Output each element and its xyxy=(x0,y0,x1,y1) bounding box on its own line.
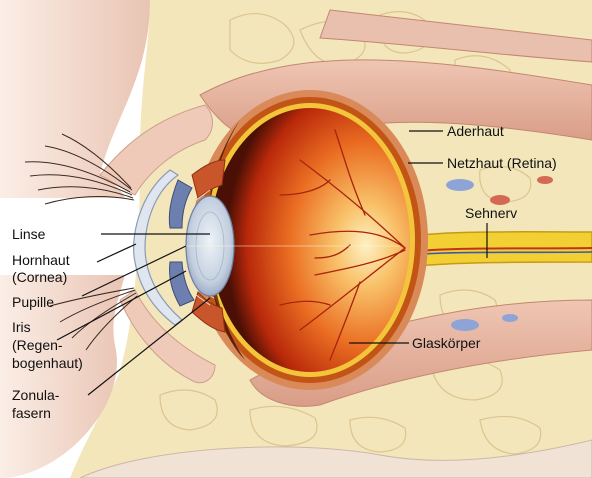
label-linse: Linse xyxy=(12,226,46,242)
label-iris: Iris xyxy=(12,319,31,335)
label-pupille: Pupille xyxy=(12,294,54,310)
label-aderhaut: Aderhaut xyxy=(447,123,504,139)
label-netzhaut: Netzhaut (Retina) xyxy=(447,155,557,171)
vitreous-body xyxy=(210,108,410,372)
label-cornea: (Cornea) xyxy=(12,269,67,285)
label-zonula-fasern: fasern xyxy=(12,405,51,421)
label-glaskoerper: Glaskörper xyxy=(412,335,481,351)
label-iris-regen: (Regen- xyxy=(12,337,63,353)
label-sehnerv: Sehnerv xyxy=(465,205,517,221)
label-zonula: Zonula- xyxy=(12,387,60,403)
label-hornhaut: Hornhaut xyxy=(12,252,70,268)
label-iris-bogenhaut: bogenhaut) xyxy=(12,355,83,371)
